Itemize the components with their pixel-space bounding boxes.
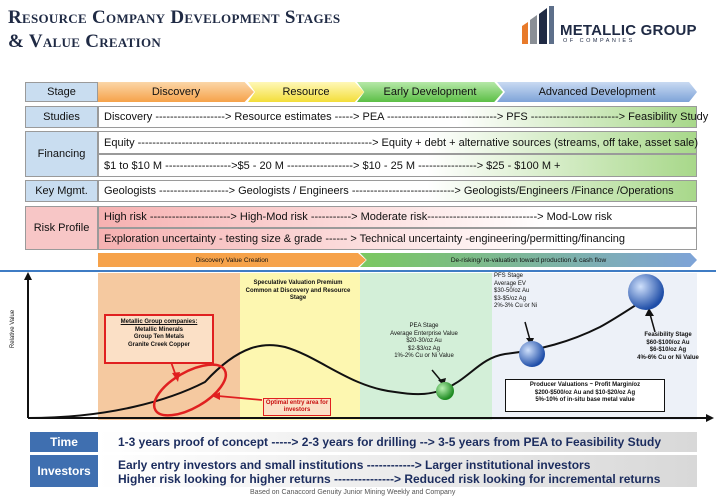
speculative-note: Speculative Valuation Premium Common at … <box>245 280 351 301</box>
companies-arrow-head-icon <box>172 372 180 382</box>
company-item: Metallic Minerals <box>134 326 184 333</box>
studies-text: Discovery -------------------> Resource … <box>98 106 708 128</box>
feasibility-stage-note: Feasibility Stage $60-$100/oz Au $6-$10/… <box>627 332 709 362</box>
investors-line-2: Higher risk looking for higher returns -… <box>118 472 661 486</box>
financing-line-2: $1 to $10 M ------------------>$5 - 20 M… <box>98 154 697 177</box>
pea-line: $2-$3/oz Ag <box>407 345 441 352</box>
investors-line-1: Early entry investors and small institut… <box>118 458 591 472</box>
logo-name: METALLIC GROUP <box>560 22 697 39</box>
pea-line: $20-30/oz Au <box>406 338 442 344</box>
title-line-1: Resource Company Development Stages <box>8 7 341 28</box>
entry-arrow-head-icon <box>212 392 220 400</box>
pea-stage-note: PEA Stage Average Enterprise Value $20-3… <box>376 323 472 361</box>
pfs-title: PFS Stage <box>494 273 524 279</box>
company-item: Granite Creek Copper <box>127 341 191 348</box>
phase-discovery-value-creation: Discovery Value Creation <box>98 253 366 267</box>
x-axis-arrow-icon <box>706 414 714 422</box>
feasibility-line: 4%-6% Cu or Ni Value <box>637 354 699 361</box>
financing-line-1: Equity ---------------------------------… <box>98 131 698 154</box>
pfs-ball-icon <box>519 341 545 367</box>
keymgmt-text: Geologists -------------------> Geologis… <box>98 180 697 202</box>
entry-ellipse <box>152 363 228 417</box>
pea-line: Average Enterprise Value <box>390 330 458 337</box>
pfs-line: 2%-3% Cu or Ni <box>494 303 538 309</box>
pea-title: PEA Stage <box>409 323 439 329</box>
risk-line-1: High risk ----------------------> High-M… <box>98 206 697 228</box>
stage-resource: Resource <box>248 82 364 102</box>
investors-label: Investors <box>30 455 98 487</box>
pfs-line: Average EV <box>494 280 526 287</box>
phase-de-risking: De-risking/ re-valuation toward producti… <box>360 253 697 267</box>
value-curve <box>27 291 657 419</box>
entry-box: Optimal entry area for investors <box>263 398 331 416</box>
phase-left-text: Discovery Value Creation <box>195 256 269 264</box>
entry-arrow <box>217 395 263 401</box>
stage-label: Stage <box>25 82 98 102</box>
financing-label: Financing <box>25 131 98 177</box>
title-line-2: & Value Creation <box>8 31 162 52</box>
time-label: Time <box>30 432 98 452</box>
producer-line: $200-$500/oz Au and $10-$20/oz Ag <box>534 389 636 396</box>
page-title: Resource Company Development Stages & Va… <box>8 6 340 54</box>
stage-discovery-text: Discovery <box>151 86 201 98</box>
feasibility-ball-icon <box>628 274 664 310</box>
time-text: 1-3 years proof of concept -----> 2-3 ye… <box>98 432 697 452</box>
stage-advanced-development: Advanced Development <box>497 82 697 102</box>
investors-text: Early entry investors and small institut… <box>98 455 697 487</box>
y-axis-label: Relative Value <box>10 309 16 349</box>
risk-label: Risk Profile <box>25 206 98 250</box>
producer-title: Producer Valuations ~ Profit Margin/oz <box>529 382 641 388</box>
region-early <box>360 273 492 420</box>
pea-line: 1%-2% Cu or Ni Value <box>394 353 454 359</box>
feasibility-title: Feasibility Stage <box>644 332 692 338</box>
y-axis-arrow-icon <box>24 272 32 280</box>
companies-heading: Metallic Group companies: <box>120 319 198 325</box>
metallic-group-logo-icon <box>522 6 554 44</box>
divider-line <box>0 270 716 272</box>
studies-label: Studies <box>25 106 98 128</box>
producer-line: 5%-10% of in-situ base metal value <box>535 397 635 403</box>
stage-resource-text: Resource <box>282 86 330 98</box>
source-note: Based on Canaccord Genuity Junior Mining… <box>250 489 456 496</box>
value-chart <box>24 272 714 422</box>
risk-line-2: Exploration uncertainty - testing size &… <box>98 228 697 250</box>
stage-early-text: Early Development <box>383 86 477 98</box>
pfs-line: $3-$5/oz Ag <box>494 295 527 302</box>
pfs-line: $30-50/oz Au <box>494 288 530 294</box>
companies-box: Metallic Group companies: Metallic Miner… <box>104 314 214 364</box>
feasibility-line: $60-$100/oz Au <box>646 339 690 346</box>
stage-advanced-text: Advanced Development <box>538 86 656 98</box>
producer-box: Producer Valuations ~ Profit Margin/oz $… <box>505 379 665 412</box>
keymgmt-label: Key Mgmt. <box>25 180 98 202</box>
stage-early-development: Early Development <box>357 82 503 102</box>
logo-subtitle: OF COMPANIES <box>563 38 635 44</box>
stage-discovery: Discovery <box>98 82 254 102</box>
pfs-stage-note: PFS Stage Average EV $30-50/oz Au $3-$5/… <box>494 273 566 311</box>
phase-right-text: De-risking/ re-valuation toward producti… <box>450 256 607 264</box>
feasibility-line: $6-$10/oz Ag <box>649 347 687 353</box>
feasibility-arrow-icon <box>645 308 654 316</box>
pea-ball-icon <box>436 382 454 400</box>
company-item: Group Ten Metals <box>133 334 185 340</box>
